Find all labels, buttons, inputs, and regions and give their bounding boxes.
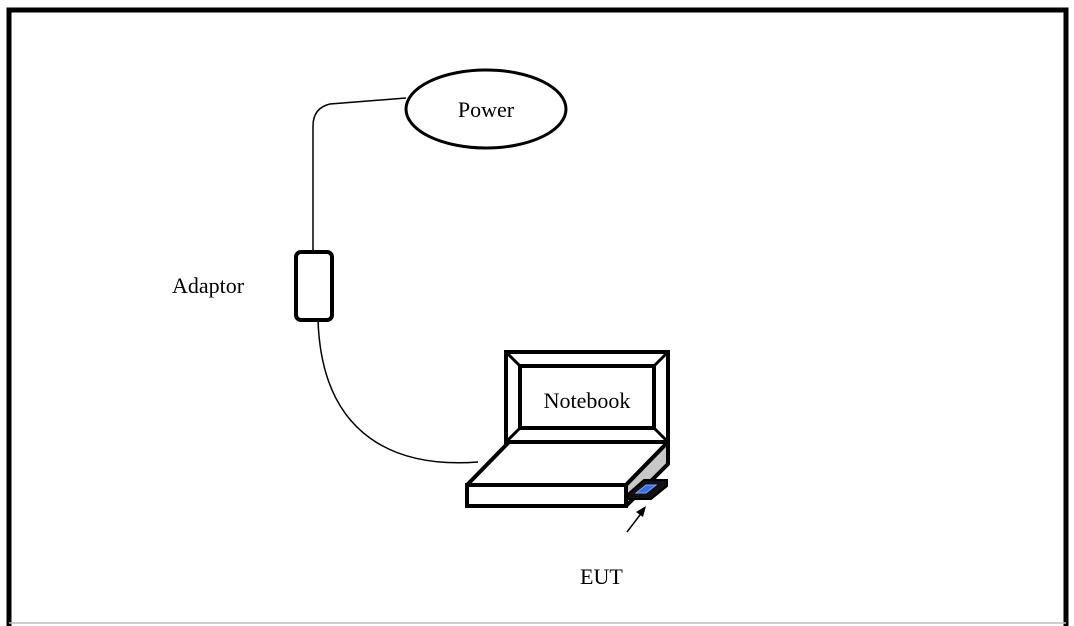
- notebook-screen: [518, 364, 656, 430]
- power-cable: [312, 97, 407, 252]
- power-source-ellipse: [404, 68, 568, 150]
- adaptor-label: Adaptor: [172, 273, 245, 298]
- power-label: Power: [458, 97, 515, 122]
- diagram-frame: [6, 7, 1069, 626]
- eut-arrowhead: [636, 506, 646, 517]
- notebook-front-panel: [465, 483, 628, 508]
- lid-bevel: [652, 426, 670, 444]
- notebook-label: Notebook: [544, 388, 631, 413]
- lid-bevel: [504, 426, 522, 444]
- adaptor-box: [294, 250, 334, 322]
- notebook-cable: [317, 319, 479, 464]
- eut-label: EUT: [580, 564, 623, 589]
- eut-device-light: [634, 484, 658, 494]
- lid-bevel: [504, 350, 522, 368]
- lid-bevel: [652, 350, 670, 368]
